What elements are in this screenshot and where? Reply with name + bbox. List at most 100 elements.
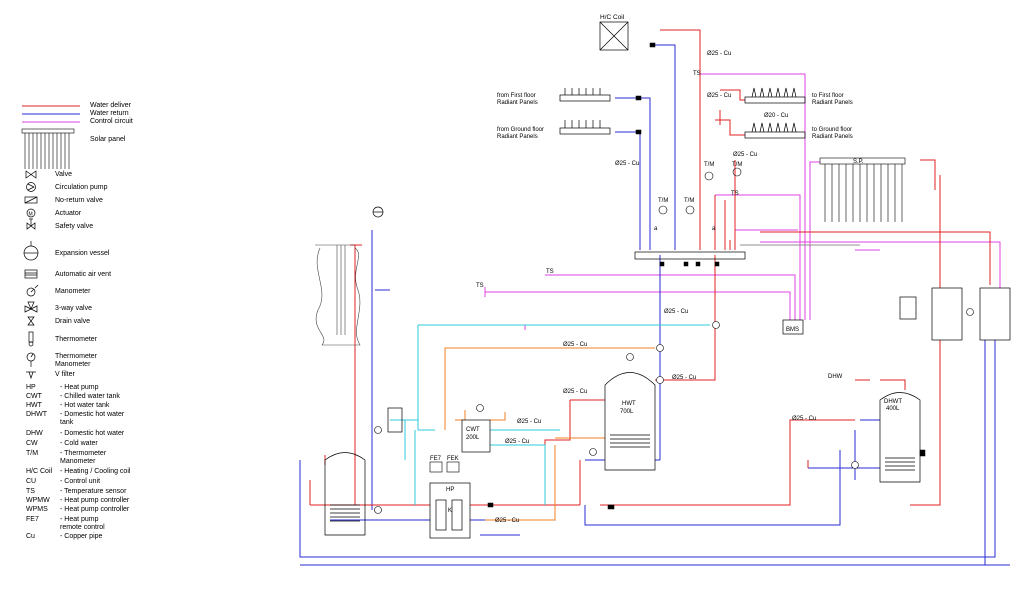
abbr-hc-coil: H/C Coil <box>26 468 53 475</box>
abbr-cu-pipe-desc: - Copper pipe <box>60 533 103 540</box>
hwt-tank <box>604 372 656 471</box>
manometer-icon <box>26 284 39 297</box>
abbr-dhw: DHW <box>26 430 43 437</box>
legend-safety-valve: Safety valve <box>55 223 94 230</box>
svg-text:M: M <box>29 212 33 218</box>
pipe-label-hwt-left: Ø25 - Cu <box>563 389 587 395</box>
actuator-icon: M <box>26 208 36 218</box>
legend-valve: Valve <box>55 171 72 178</box>
legend-v-filter: V filter <box>55 371 75 378</box>
bms-box <box>782 319 804 335</box>
abbr-dhw-desc: - Domestic hot water <box>60 430 125 437</box>
tm-label-4: T/M <box>684 198 694 204</box>
cwt-tank <box>461 419 491 453</box>
from-first-floor-label-1: from First floor <box>497 93 536 99</box>
cwt-label-1: CWT <box>466 427 480 433</box>
grey-lines <box>740 244 860 246</box>
pipe-label-orange: Ø25 - Cu <box>563 342 587 348</box>
abbr-cw: CW <box>26 440 38 447</box>
a-label-2: a <box>712 226 716 232</box>
a-label-1: a <box>654 226 658 232</box>
ts-label-left: TS <box>476 283 484 289</box>
pipe-label-dhwt: Ø25 - Cu <box>792 416 816 422</box>
deliver-lines <box>309 29 991 506</box>
hwt-label-2: 700L <box>620 409 634 415</box>
first-floor-supply-manifold <box>744 87 806 104</box>
control-units-right <box>899 287 1011 341</box>
heat-pump <box>429 482 471 539</box>
chilled-water-lines <box>390 324 710 505</box>
bms-label: BMS <box>786 327 799 333</box>
abbr-wpmw: WPMW <box>26 497 50 504</box>
fe7-box <box>429 461 443 473</box>
hwt-label-1: HWT <box>622 401 636 407</box>
pump-icon <box>26 182 36 192</box>
from-ground-floor-label-2: Radiant Panels <box>497 134 538 140</box>
thermometer-icon <box>28 331 34 347</box>
abbr-ts: TS <box>26 488 35 495</box>
pipe-label-ground-floor: Ø25 - Cu <box>733 152 757 158</box>
check-valve-icon <box>24 196 38 204</box>
legend-thermo-manometer: Thermometer Manometer <box>55 353 98 368</box>
abbr-dhwt-desc: - Domestic hot water tank <box>60 411 125 426</box>
legend: M <box>0 0 175 590</box>
legend-actuator: Actuator <box>55 210 82 217</box>
distribution-header <box>634 251 746 260</box>
pipe-label-cwt-top: Ø25 - Cu <box>517 419 541 425</box>
legend-air-vent: Automatic air vent <box>55 271 112 278</box>
three-way-valve-icon <box>24 301 38 313</box>
to-ground-floor-label-2: Radiant Panels <box>812 134 853 140</box>
abbr-hc-coil-desc: - Heating / Cooling coil <box>60 468 131 475</box>
abbr-fe7: FE7 <box>26 516 39 523</box>
pipe-label-top: Ø25 - Cu <box>707 51 731 57</box>
drain-valve-icon <box>27 316 35 326</box>
ground-borehole <box>315 244 361 346</box>
solar-panel-label: S.P. <box>853 159 864 165</box>
ground-floor-return-manifold <box>559 120 611 135</box>
legend-manometer: Manometer <box>55 288 91 295</box>
pipe-label-hp: Ø25 - Cu <box>495 518 519 524</box>
abbr-wpms-desc: - Heat pump controller <box>60 506 130 513</box>
ts-label-right: TS <box>731 191 739 197</box>
pipe-label-cwt-bottom: Ø25 - Cu <box>505 439 529 445</box>
tm-gauges <box>658 167 742 215</box>
abbr-hwt: HWT <box>26 402 42 409</box>
legend-solar-panel: Solar panel <box>90 136 126 143</box>
solar-panel-icon <box>21 128 75 169</box>
ts-label-top: TS <box>693 71 701 77</box>
ts-label-mid: TS <box>546 269 554 275</box>
abbr-ts-desc: - Temperature sensor <box>60 488 127 495</box>
valves <box>487 42 926 510</box>
hc-coil <box>599 21 629 51</box>
legend-check-valve: No-return valve <box>55 197 103 204</box>
legend-line-deliver: Water deliver <box>90 102 131 109</box>
pipe-label-cyan: Ø25 - Cu <box>664 309 688 315</box>
to-ground-floor-label-1: to Ground floor <box>812 127 852 133</box>
control-circuit-lines <box>484 73 1001 330</box>
abbr-wpms: WPMS <box>26 506 48 513</box>
dhwt-tank <box>879 392 921 483</box>
pipe-label-hwt: Ø25 - Cu <box>672 375 696 381</box>
hp-label: HP <box>446 487 454 493</box>
air-vent-icon <box>24 269 38 279</box>
to-first-floor-label-1: to First floor <box>812 93 844 99</box>
hp-k-label: K <box>448 508 452 514</box>
cwt-label-2: 200L <box>466 435 480 441</box>
tm-label-3: T/M <box>658 198 668 204</box>
legend-drain-valve: Drain valve <box>55 318 91 325</box>
abbr-cwt-desc: - Chilled water tank <box>60 393 120 400</box>
fek-label: FEK <box>447 456 459 462</box>
abbr-tm: T/M <box>26 450 39 457</box>
abbr-wpmw-desc: - Heat pump controller <box>60 497 130 504</box>
legend-line-return: Water return <box>90 110 129 117</box>
left-buffer-tank <box>324 452 366 536</box>
fe7-label: FE7 <box>430 456 442 462</box>
abbr-hp-desc: - Heat pump <box>60 384 99 391</box>
tm-label-1: T/M <box>704 162 714 168</box>
solar-panel <box>819 157 906 222</box>
pipe-label-first-floor: Ø25 - Cu <box>707 93 731 99</box>
fek-box <box>446 461 460 473</box>
legend-thermometer: Thermometer <box>55 336 98 343</box>
circulation-pumps <box>374 211 974 514</box>
